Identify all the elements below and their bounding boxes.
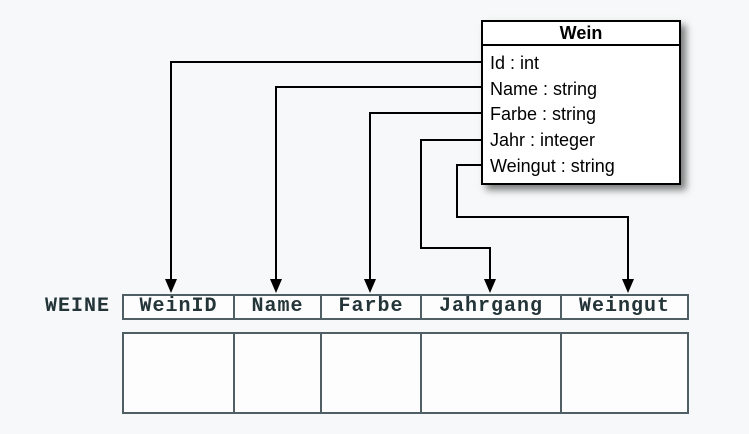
table-header-row: WeinID Name Farbe Jahrgang Weingut	[122, 294, 689, 320]
body-cell-name	[233, 334, 320, 412]
body-cell-weingut	[560, 334, 687, 412]
connector-weingut-to-weingut	[456, 164, 629, 280]
arrowhead-name	[270, 279, 282, 293]
table-body-row	[122, 332, 689, 414]
uml-class-wein: Wein Id : int Name : string Farbe : stri…	[481, 20, 681, 185]
header-cell-jahrgang: Jahrgang	[420, 296, 560, 318]
body-cell-farbe	[320, 334, 420, 412]
header-cell-name: Name	[233, 296, 320, 318]
class-attribute-id: Id : int	[490, 53, 540, 73]
body-cell-weinid	[124, 334, 233, 412]
uml-class-attributes: Id : int Name : string Farbe : string Ja…	[483, 46, 679, 180]
class-attribute-weingut: Weingut : string	[490, 155, 615, 176]
arrowhead-weinid	[165, 279, 177, 293]
body-cell-jahrgang	[420, 334, 560, 412]
arrowhead-weingut	[622, 279, 634, 293]
table-name-label: WEINE	[44, 295, 110, 318]
connector-jahr-to-jahrgang	[420, 139, 491, 280]
header-cell-farbe: Farbe	[320, 296, 420, 318]
header-cell-weingut: Weingut	[560, 296, 687, 318]
header-cell-weinid: WeinID	[139, 296, 218, 318]
class-attribute-jahr: Jahr : integer	[490, 130, 596, 151]
uml-class-title: Wein	[483, 22, 679, 46]
connector-name-to-name	[275, 86, 481, 280]
class-attribute-farbe: Farbe : string	[490, 104, 597, 125]
arrowhead-jahrgang	[484, 279, 496, 293]
class-attribute-name: Name : string	[490, 78, 598, 99]
connector-farbe-to-farbe	[369, 112, 481, 280]
connector-id-to-weinid	[170, 61, 481, 280]
arrowhead-farbe	[364, 279, 376, 293]
